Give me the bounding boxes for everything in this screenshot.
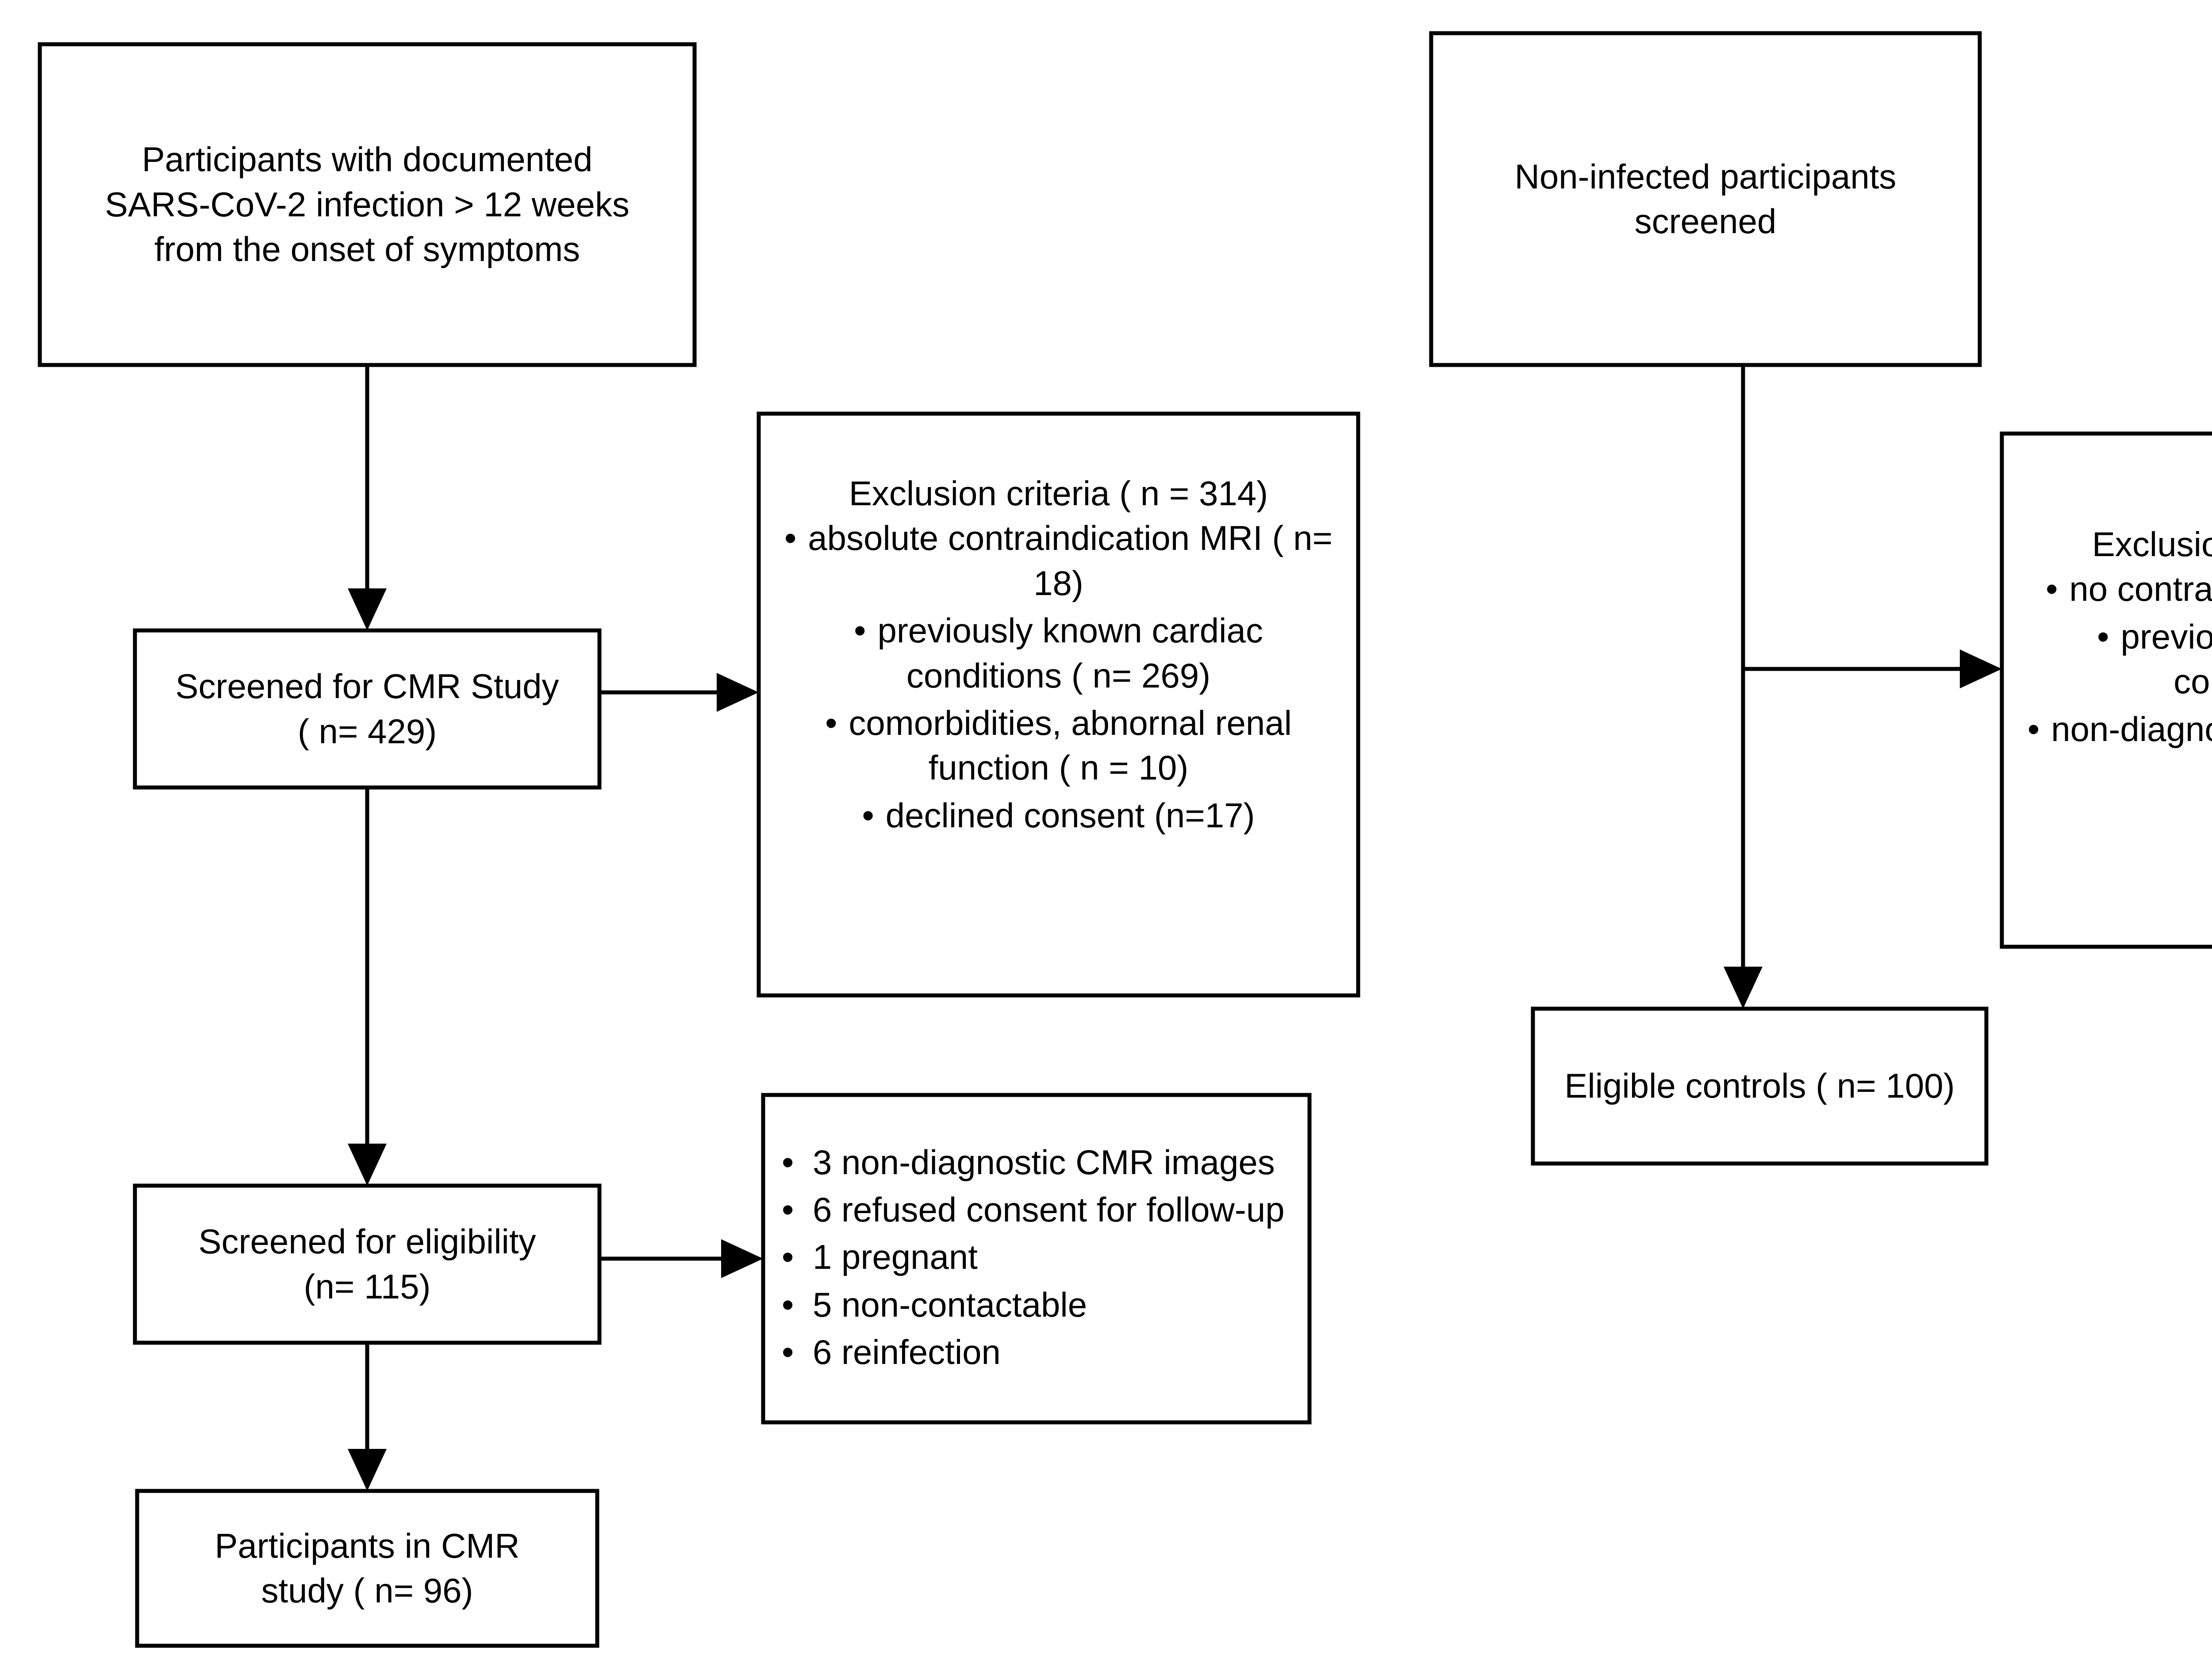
text-attrition: • 3 non-diagnostic CMR images • 6 refused …	[772, 1095, 1301, 1422]
arrowhead-right-branch-to-exclusion	[1960, 649, 2002, 688]
left-exclusion-list: •absolute contraindication MRI ( n= 18) …	[776, 516, 1340, 841]
bullet-icon: •	[854, 611, 866, 650]
box-screened-cmr	[133, 628, 602, 790]
list-item: • 6 refused consent for follow-up	[772, 1187, 1301, 1232]
arrowhead-source-to-screened-cmr	[348, 588, 387, 630]
final-box-line-1: Participants in CMR	[215, 1526, 520, 1565]
list-item: • comorbidities, abnornal renal function …	[776, 701, 1340, 791]
list-item: • 6 reinfection	[772, 1330, 1301, 1375]
left-exclusion-item-2: previously known cardiac conditions ( n=…	[877, 611, 1263, 695]
list-item: • previously known cardiac conditions (n=…	[2020, 615, 2212, 704]
box-attrition	[761, 1093, 1312, 1425]
bullet-icon: •	[862, 795, 874, 835]
screened-eligibility-line-1: Screened for eligibility	[198, 1222, 536, 1261]
bullet-icon: •	[782, 1142, 794, 1182]
text-left-source: Participants with documented SARS-CoV-2 …	[53, 44, 681, 365]
arrowhead-eligibility-to-final	[348, 1449, 387, 1491]
list-item: • previously known cardiac conditions ( n…	[776, 608, 1340, 698]
box-right-source	[1429, 31, 1982, 367]
box-left-exclusion-criteria	[757, 411, 1360, 998]
final-box-line-2: study ( n= 96)	[261, 1571, 473, 1610]
arrowhead-eligibility-to-attrition	[721, 1239, 763, 1278]
screened-cmr-line-2: ( n= 429)	[297, 711, 437, 751]
right-source-line-1: Non-infected participants	[1514, 157, 1897, 196]
bullet-icon: •	[825, 703, 837, 742]
box-eligible-controls	[1531, 1006, 1989, 1166]
box-screened-eligibility	[133, 1183, 602, 1345]
left-source-line-2: SARS-CoV-2 infection > 12 weeks	[105, 184, 630, 224]
right-exclusion-list: • no contrast agent given ( n= 29) • previ…	[2020, 567, 2212, 754]
bullet-icon: •	[782, 1237, 794, 1277]
list-item: • 3 non-diagnostic CMR images	[772, 1140, 1301, 1185]
bullet-icon: •	[784, 519, 797, 558]
text-final-cmr-participants: Participants in CMR study ( n= 96)	[144, 1491, 591, 1646]
text-right-source: Non-infected participants screened	[1440, 33, 1971, 365]
left-exclusion-item-1: absolute contraindication MRI ( n= 18)	[808, 519, 1333, 603]
bullet-icon: •	[782, 1190, 794, 1229]
box-left-source	[38, 42, 697, 367]
list-item: • no contrast agent given ( n= 29)	[2020, 567, 2212, 611]
text-right-exclusion: Exclusion criteria ( n = 139) • no contra…	[2020, 434, 2212, 947]
text-screened-cmr: Screened for CMR Study ( n= 429)	[142, 630, 593, 787]
left-exclusion-item-3: comorbidities, abnornal renal function (…	[849, 703, 1292, 787]
text-screened-eligibility: Screened for eligibility (n= 115)	[142, 1186, 593, 1343]
bullet-icon: •	[782, 1333, 794, 1372]
screened-cmr-line-1: Screened for CMR Study	[175, 667, 559, 706]
bullet-icon: •	[782, 1285, 794, 1324]
box-right-exclusion-criteria	[2000, 431, 2212, 949]
arrowhead-right-source-to-eligible-controls	[1724, 967, 1763, 1009]
screened-eligibility-line-2: (n= 115)	[303, 1267, 431, 1306]
attrition-item-3: 1 pregnant	[813, 1237, 978, 1277]
text-left-exclusion: Exclusion criteria ( n = 314) • absolute …	[776, 414, 1340, 995]
left-source-line-1: Participants with documented	[142, 140, 593, 179]
right-exclusion-item-2: previously known cardiac conditions (n=9…	[2120, 617, 2212, 701]
box-final-cmr-participants	[135, 1489, 599, 1648]
list-item: • 5 non-contactable	[772, 1283, 1301, 1327]
arrowhead-screened-cmr-to-exclusion	[717, 673, 759, 712]
list-item: • 1 pregnant	[772, 1235, 1301, 1279]
text-eligible-controls: Eligible controls ( n= 100)	[1540, 1009, 1980, 1164]
attrition-item-1: 3 non-diagnostic CMR images	[813, 1142, 1275, 1182]
right-source-line-2: screened	[1634, 202, 1777, 241]
left-exclusion-item-4: declined consent (n=17)	[885, 795, 1255, 835]
attrition-list: • 3 non-diagnostic CMR images • 6 refused …	[772, 1140, 1301, 1378]
bullet-icon: •	[2097, 617, 2109, 656]
right-exclusion-item-1: no contrast agent given ( n= 29)	[2069, 569, 2212, 609]
list-item: • declined consent (n=17)	[776, 793, 1340, 838]
attrition-item-4: 5 non-contactable	[813, 1285, 1087, 1324]
list-item: • non-diagnostic CMR images (n=1)	[2020, 707, 2212, 752]
right-exclusion-item-3: non-diagnostic CMR images (n=1)	[2051, 709, 2212, 749]
bullet-icon: •	[2027, 709, 2040, 749]
list-item: • absolute contraindication MRI ( n= 18)	[776, 516, 1340, 606]
arrowhead-screened-cmr-to-eligibility	[348, 1144, 387, 1186]
attrition-item-5: 6 reinfection	[813, 1333, 1001, 1372]
eligible-controls-line-1: Eligible controls ( n= 100)	[1564, 1066, 1955, 1106]
left-exclusion-title: Exclusion criteria ( n = 314)	[849, 474, 1268, 513]
right-exclusion-title: Exclusion criteria ( n = 139)	[2092, 525, 2212, 564]
left-source-line-3: from the onset of symptoms	[154, 230, 580, 269]
bullet-icon: •	[2046, 569, 2058, 609]
attrition-item-2: 6 refused consent for follow-up	[813, 1190, 1285, 1229]
